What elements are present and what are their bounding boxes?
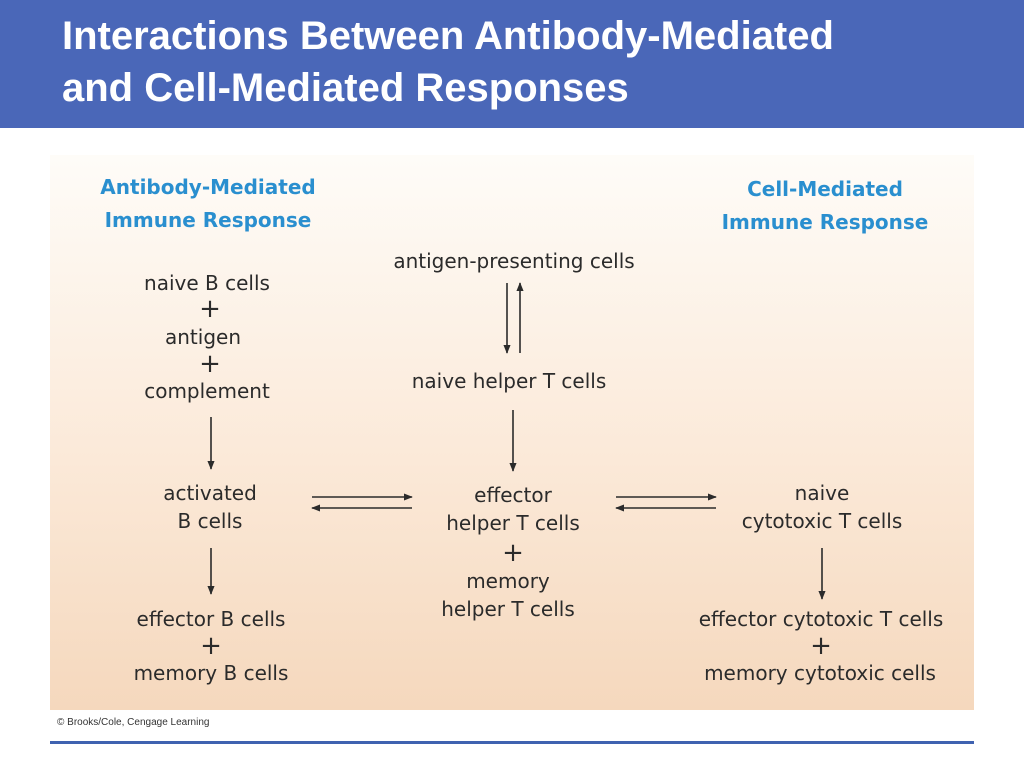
label-activated-b-line-2: B cells [177, 509, 243, 533]
diagram-figure: Antibody-Mediated Immune Response Cell-M… [50, 155, 974, 710]
plus-sign: + [199, 294, 221, 324]
heading-antibody-mediated: Antibody-Mediated Immune Response [100, 171, 315, 237]
heading-antibody-line-2: Immune Response [104, 208, 312, 232]
label-effector-cytotoxic-t-cells: effector cytotoxic T cells [698, 607, 944, 631]
bottom-rule [50, 741, 974, 744]
label-memory-cytotoxic-cells: memory cytotoxic cells [704, 661, 936, 685]
label-memory-helper-line-1: memory [466, 569, 550, 593]
label-effector-helper-line-2: helper T cells [446, 511, 580, 535]
label-memory-helper-line-2: helper T cells [441, 597, 575, 621]
label-naive-cytotoxic-t-cells: naive cytotoxic T cells [742, 479, 903, 535]
plus-sign: + [199, 349, 221, 379]
label-antigen-presenting-cells: antigen-presenting cells [393, 249, 635, 273]
plus-sign: + [502, 538, 524, 568]
slide-title-line-2: and Cell-Mediated Responses [62, 66, 629, 110]
title-bar: Interactions Between Antibody-Mediated a… [0, 0, 1024, 128]
copyright-credit: © Brooks/Cole, Cengage Learning [57, 717, 210, 728]
label-memory-b-cells: memory B cells [133, 661, 289, 685]
label-naive-helper-t-cells: naive helper T cells [411, 369, 607, 393]
slide-title: Interactions Between Antibody-Mediated a… [62, 10, 1012, 114]
arrow-layer [207, 282, 826, 600]
plus-sign: + [810, 631, 832, 661]
plus-sign: + [200, 631, 222, 661]
label-effector-b-cells: effector B cells [136, 607, 286, 631]
heading-cell-line-1: Cell-Mediated [747, 177, 903, 201]
credit-band [50, 710, 974, 742]
label-naive-cytotoxic-line-1: naive [794, 481, 850, 505]
label-effector-helper-line-1: effector [474, 483, 552, 507]
heading-cell-mediated: Cell-Mediated Immune Response [722, 173, 929, 239]
label-naive-b-cells: naive B cells [144, 271, 270, 295]
heading-cell-line-2: Immune Response [721, 210, 929, 234]
label-antigen: antigen [164, 325, 242, 349]
label-activated-b-line-1: activated [163, 481, 257, 505]
slide-title-line-1: Interactions Between Antibody-Mediated [62, 14, 834, 58]
label-activated-b-cells: activated B cells [163, 479, 257, 535]
label-complement: complement [144, 379, 270, 403]
label-naive-cytotoxic-line-2: cytotoxic T cells [741, 509, 903, 533]
heading-antibody-line-1: Antibody-Mediated [100, 175, 316, 199]
label-memory-helper-t-cells: memory helper T cells [441, 567, 575, 623]
label-effector-helper-t-cells: effector helper T cells [446, 481, 580, 537]
